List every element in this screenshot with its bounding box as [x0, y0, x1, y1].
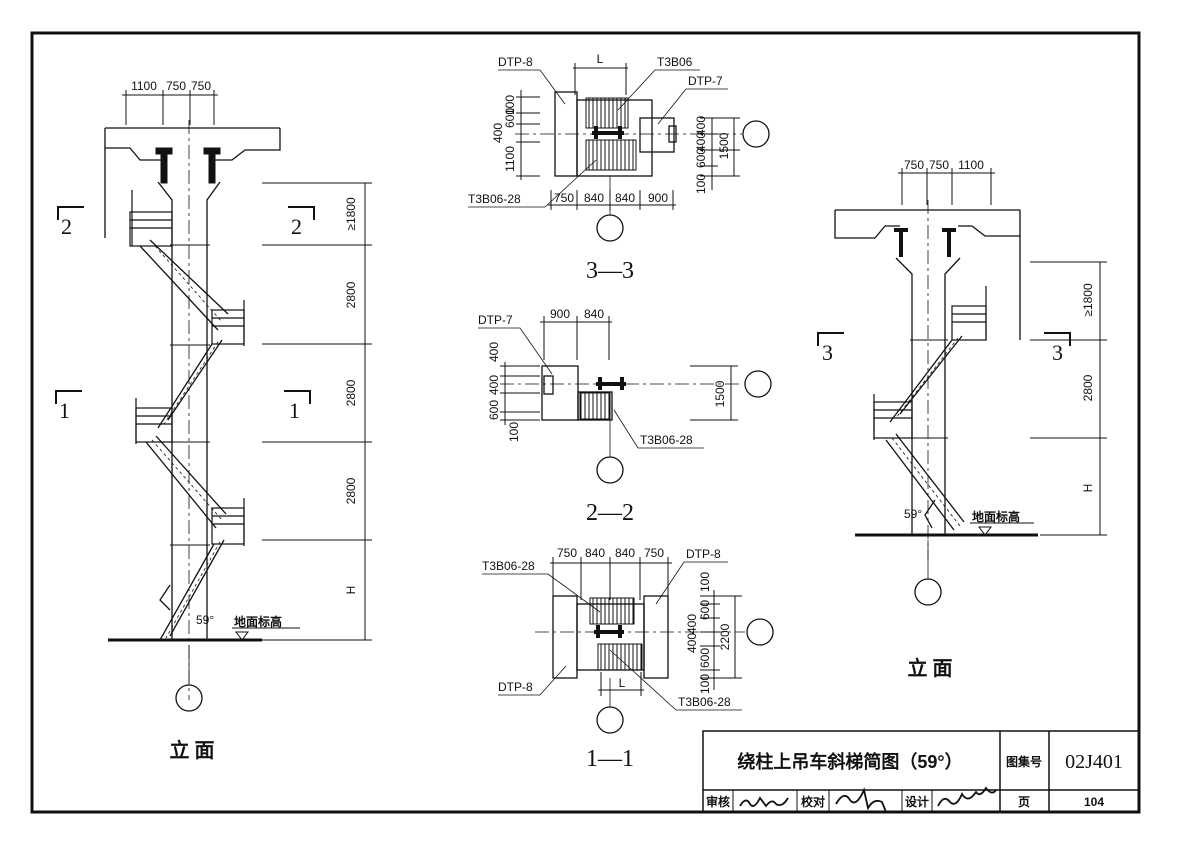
section-1-1: 750 840 840 750 L: [482, 546, 774, 772]
s33-left-dim-3: 400: [491, 123, 505, 143]
s33-caption: 3—3: [586, 258, 634, 284]
s33-label-t3b06: T3B06: [657, 55, 693, 69]
left-section-mark-2b: 2: [291, 214, 302, 239]
s11-caption: 1—1: [586, 746, 634, 772]
left-right-dim-3: 2800: [344, 379, 358, 406]
designer-signature: [937, 786, 997, 807]
right-top-dim-1: 750: [904, 158, 924, 172]
s11-label-t3b06-28-bottom: T3B06-28: [678, 695, 731, 709]
designer-label: 设计: [905, 794, 929, 809]
left-right-dim-1: ≥1800: [344, 197, 358, 231]
page-label: 页: [1018, 795, 1030, 809]
s22-left-dim-4: 100: [507, 422, 521, 442]
left-section-mark-2a: 2: [61, 214, 72, 239]
left-right-dim-5: H: [344, 586, 358, 595]
section-3-3: L 100 600 400 1100: [468, 52, 770, 284]
s11-right-dim-3: 400: [685, 614, 699, 634]
right-top-dim-3: 1100: [958, 158, 984, 172]
s11-right-dim-1: 100: [698, 572, 712, 592]
s11-top-dim-1: 750: [557, 546, 577, 560]
s33-label-t3b06-28: T3B06-28: [468, 192, 521, 206]
atlas-number: 02J401: [1065, 751, 1123, 773]
s11-top-dim-4: 750: [644, 546, 664, 560]
right-elevation: 750 750 1100: [817, 158, 1107, 680]
atlas-label: 图集号: [1006, 754, 1042, 769]
left-section-mark-1b: 1: [289, 398, 300, 423]
right-elevation-caption: 立 面: [908, 656, 953, 680]
right-right-dim-1: ≥1800: [1081, 283, 1095, 317]
s22-left-dim-3: 600: [487, 400, 501, 420]
right-right-dim-3: H: [1081, 484, 1095, 493]
s33-axis-bubble-right: [742, 120, 770, 148]
left-top-dim-3: 750: [191, 79, 211, 93]
left-top-dim-1: 1100: [131, 79, 157, 93]
right-section-mark-3b: 3: [1052, 340, 1063, 365]
s33-left-dim-2: 600: [503, 108, 517, 128]
s33-right-dim-1: 400: [694, 116, 708, 136]
reviewer-signature: [739, 796, 789, 808]
s33-left-dim-4: 1100: [503, 146, 517, 172]
s33-right-dim-4: 100: [694, 174, 708, 194]
left-right-dim-4: 2800: [344, 477, 358, 504]
s11-right-dim-6: 100: [698, 674, 712, 694]
title-text: 绕柱上吊车斜梯简图（59°）: [737, 751, 962, 772]
right-right-dim-2: 2800: [1081, 374, 1095, 401]
s33-left-dim-1: 100: [503, 95, 517, 115]
checker-signature: [835, 787, 887, 813]
s11-label-t3b06-28-top: T3B06-28: [482, 559, 535, 573]
s22-axis-bubble-right: [744, 370, 772, 398]
s22-top-dim-1: 900: [550, 307, 570, 321]
left-ground-label: 地面标高: [234, 614, 282, 629]
checker-label: 校对: [801, 794, 825, 809]
s22-left-dim-2: 400: [487, 375, 501, 395]
s11-dim-L: L: [619, 676, 626, 690]
section-2-2: 900 840 400 400 600 100: [478, 307, 772, 526]
right-axis-bubble: [914, 578, 942, 606]
sheet-border: [30, 31, 1141, 814]
s22-left-dim-1: 400: [487, 342, 501, 362]
s11-top-dim-3: 840: [615, 546, 635, 560]
s33-bottom-dim-3: 840: [615, 191, 635, 205]
s33-label-dtp7: DTP-7: [688, 74, 723, 88]
reviewer-label: 审核: [706, 794, 730, 809]
right-top-dim-2: 750: [929, 158, 949, 172]
s22-label-dtp7: DTP-7: [478, 313, 513, 327]
s22-axis-bubble-bottom: [596, 456, 624, 484]
s33-right-dim-2: 400: [694, 132, 708, 152]
s33-bottom-dim-1: 750: [554, 191, 574, 205]
s33-right-total: 1500: [717, 132, 731, 159]
s11-right-total: 2200: [718, 623, 732, 650]
page-number: 104: [1084, 795, 1104, 809]
s11-axis-bubble-bottom: [596, 706, 624, 734]
s11-label-dtp8-top: DTP-8: [686, 547, 721, 561]
left-section-mark-1a: 1: [59, 398, 70, 423]
s11-top-dim-2: 840: [585, 546, 605, 560]
s22-top-dim-2: 840: [584, 307, 604, 321]
left-angle-label: 59°: [196, 613, 214, 627]
s11-label-dtp8-bottom: DTP-8: [498, 680, 533, 694]
s33-dim-L: L: [597, 52, 604, 66]
s33-right-dim-3: 600: [694, 148, 708, 168]
left-top-dim-2: 750: [166, 79, 186, 93]
title-block: 绕柱上吊车斜梯简图（59°） 图集号 02J401 审核 校对 设计 页 104: [702, 730, 1140, 813]
s11-axis-bubble-right: [746, 618, 774, 646]
left-elevation-caption: 立 面: [170, 738, 215, 762]
right-ground-label: 地面标高: [972, 509, 1020, 524]
s33-bottom-dim-4: 900: [648, 191, 668, 205]
s33-label-dtp8: DTP-8: [498, 55, 533, 69]
left-right-dim-2: 2800: [344, 281, 358, 308]
s22-label-t3b06-28: T3B06-28: [640, 433, 693, 447]
s33-bottom-dim-2: 840: [584, 191, 604, 205]
s11-right-dim-5: 600: [698, 648, 712, 668]
right-section-mark-3a: 3: [822, 340, 833, 365]
s22-right-total: 1500: [713, 380, 727, 407]
right-angle-label: 59°: [904, 507, 922, 521]
s22-caption: 2—2: [586, 500, 634, 526]
s33-axis-bubble-bottom: [596, 214, 624, 242]
s11-right-dim-2: 600: [698, 600, 712, 620]
s11-right-dim-4: 400: [685, 633, 699, 653]
left-elevation: 1100 750 750: [55, 79, 372, 762]
